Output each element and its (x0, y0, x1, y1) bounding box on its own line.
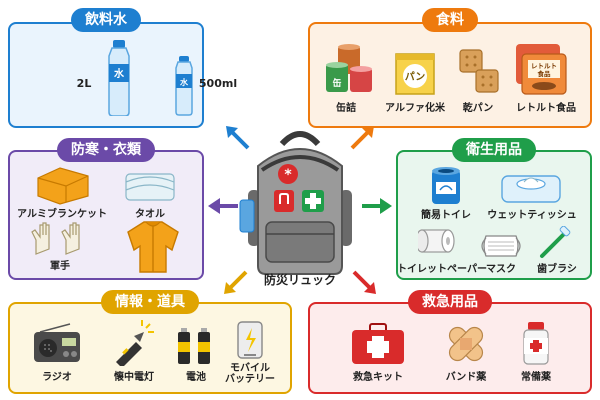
radio-icon (34, 323, 80, 362)
water-label-500ml: 500ml (198, 77, 238, 90)
firstaid-label-kit: 救急キット (353, 372, 403, 383)
food-label-hardtack: 乾パン (462, 103, 494, 114)
svg-text:パン: パン (405, 71, 426, 83)
jacket-icon (127, 221, 179, 273)
arrow-to-food (350, 126, 374, 150)
wet-wipes-icon (501, 175, 561, 203)
toilet-paper-icon (418, 229, 455, 253)
tools-title: 情報・道具 (101, 290, 199, 314)
portable-toilet-icon (432, 167, 460, 204)
flashlight-icon (116, 320, 154, 366)
water-bottle-2l-icon: 水 (108, 40, 130, 116)
towel-icon (125, 173, 175, 201)
tools-label-battery: 電池 (186, 372, 206, 383)
first-aid-kit-icon (352, 323, 404, 364)
water-label-2l: 2L (76, 77, 92, 90)
svg-text:缶: 缶 (332, 77, 341, 89)
work-gloves-icon (31, 222, 80, 255)
arrow-to-tools (224, 270, 248, 294)
tools-label-mobile-battery: モバイル バッテリー (225, 363, 275, 385)
firstaid-label-bandage: バンド薬 (445, 372, 487, 383)
hygiene-title: 衛生用品 (452, 138, 536, 162)
water-title: 飲料水 (71, 8, 141, 32)
mask-icon (481, 235, 521, 257)
hygiene-label-mask: マスク (486, 264, 516, 275)
water-bottle-500ml-icon: 水 (175, 56, 193, 116)
tools-label-radio: ラジオ (42, 372, 72, 383)
arrow-to-firstaid (352, 270, 376, 294)
hygiene-label-toothbrush: 歯ブラシ (537, 264, 577, 275)
cold-label-towel: タオル (135, 209, 165, 220)
svg-text:食品: 食品 (537, 69, 552, 78)
backpack-icon: * (239, 131, 352, 275)
firstaid-label-medicine: 常備薬 (521, 372, 551, 383)
firstaid-title: 救急用品 (408, 290, 492, 314)
arrow-to-hygiene (362, 198, 392, 214)
canned-food-icon: 缶 (326, 44, 372, 92)
hygiene-box (396, 150, 592, 280)
food-label-can: 缶詰 (336, 103, 356, 114)
bandage-icon (448, 326, 484, 362)
svg-text:レトルト: レトルト (531, 62, 557, 70)
cold-label-blanket: アルミブランケット (17, 209, 107, 220)
batteries-icon (178, 328, 210, 364)
arrow-to-cold (208, 198, 238, 214)
toothbrush-icon (540, 226, 571, 258)
water-bottle-500ml-text: 水 (179, 77, 189, 87)
tools-label-flashlight: 懐中電灯 (114, 372, 154, 383)
arrow-to-water (226, 126, 250, 150)
hygiene-label-toilet: 簡易トイレ (421, 210, 471, 221)
cold-label-gloves: 軍手 (50, 261, 70, 272)
medicine-bottle-icon (523, 322, 549, 365)
hygiene-label-wipes: ウェットティッシュ (487, 210, 577, 221)
mobile-battery-icon (237, 321, 263, 359)
hygiene-label-toilet-paper: トイレットペーパー (397, 264, 487, 275)
cold-box (8, 150, 204, 280)
cold-title: 防寒・衣類 (57, 138, 155, 162)
aluminum-blanket-icon (37, 167, 89, 205)
water-bottle-2l-text: 水 (113, 67, 125, 80)
food-label-retort: レトルト食品 (516, 103, 576, 114)
svg-text:*: * (284, 167, 292, 183)
food-title: 食料 (422, 8, 478, 32)
hardtack-icon (459, 49, 499, 93)
rice-pack-icon: パン (395, 53, 435, 95)
food-label-alpha-rice: アルファ化米 (385, 103, 445, 114)
retort-food-icon: レトルト 食品 (516, 44, 567, 95)
center-label: 防災リュック (263, 273, 337, 287)
